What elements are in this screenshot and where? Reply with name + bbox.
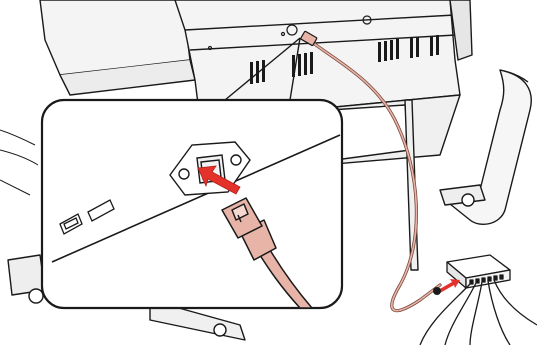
paper-basket-edge (0, 130, 38, 195)
callout-panel (42, 100, 342, 308)
hub-plug (433, 287, 441, 295)
insert-arrow-hub (438, 279, 460, 293)
